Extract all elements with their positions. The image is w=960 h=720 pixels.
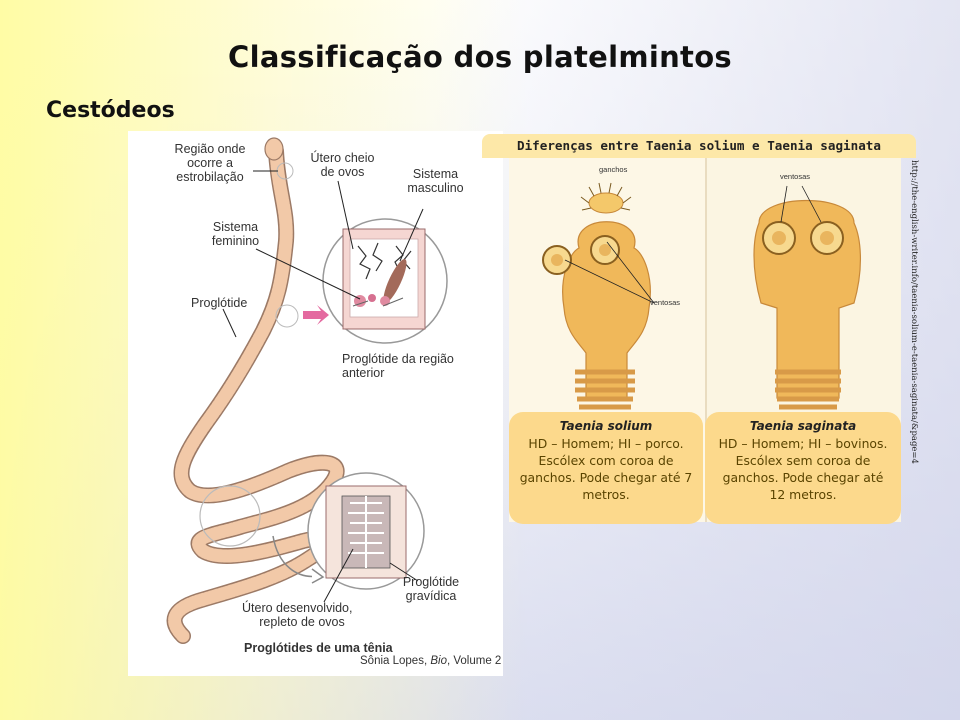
label-sistema-masculino: Sistema masculino — [407, 167, 464, 195]
label-ganchos: ganchos — [599, 165, 628, 174]
diagram-credit: Sônia Lopes, Bio, Volume 2 — [360, 655, 502, 667]
label-proglotide-gravidica: Proglótide gravídica — [402, 575, 460, 603]
slide-subtitle: Cestódeos — [46, 98, 175, 123]
tapeworm-diagram: Região onde ocorre a estrobilação Útero … — [128, 131, 503, 676]
label-estrobilacao: Região onde ocorre a estrobilação — [174, 142, 246, 184]
card-saginata-title: Taenia saginata — [749, 419, 857, 433]
card-saginata-text: HD – Homem; HI – bovinos. Escólex sem co… — [718, 436, 888, 502]
diagram-caption: Proglótides de uma tênia — [244, 641, 393, 655]
card-solium-text: HD – Homem; HI – porco. Escólex com coro… — [519, 436, 693, 502]
label-utero-cheio: Útero cheio de ovos — [310, 151, 375, 179]
source-url: http://the-english-writer.info/taenia-so… — [909, 160, 919, 464]
comparison-header: Diferenças entre Taenia solium e Taenia … — [482, 134, 916, 158]
label-proglotide: Proglótide — [191, 296, 248, 310]
label-proglotide-anterior: Proglótide da região anterior — [342, 352, 454, 380]
label-utero-desenvolvido: Útero desenvolvido, repleto de ovos — [242, 601, 353, 629]
card-taenia-solium: Taenia solium HD – Homem; HI – porco. Es… — [509, 412, 703, 524]
slide-title: Classificação dos platelmintos — [228, 40, 732, 74]
label-sistema-feminino: Sistema feminino — [211, 220, 260, 248]
label-ventosas-saginata: ventosas — [780, 172, 811, 181]
card-taenia-saginata: Taenia saginata HD – Homem; HI – bovinos… — [705, 412, 901, 524]
tapeworm-illustration — [166, 137, 448, 644]
card-solium-title: Taenia solium — [559, 419, 653, 433]
label-ventosas-solium: ventosas — [650, 298, 681, 307]
